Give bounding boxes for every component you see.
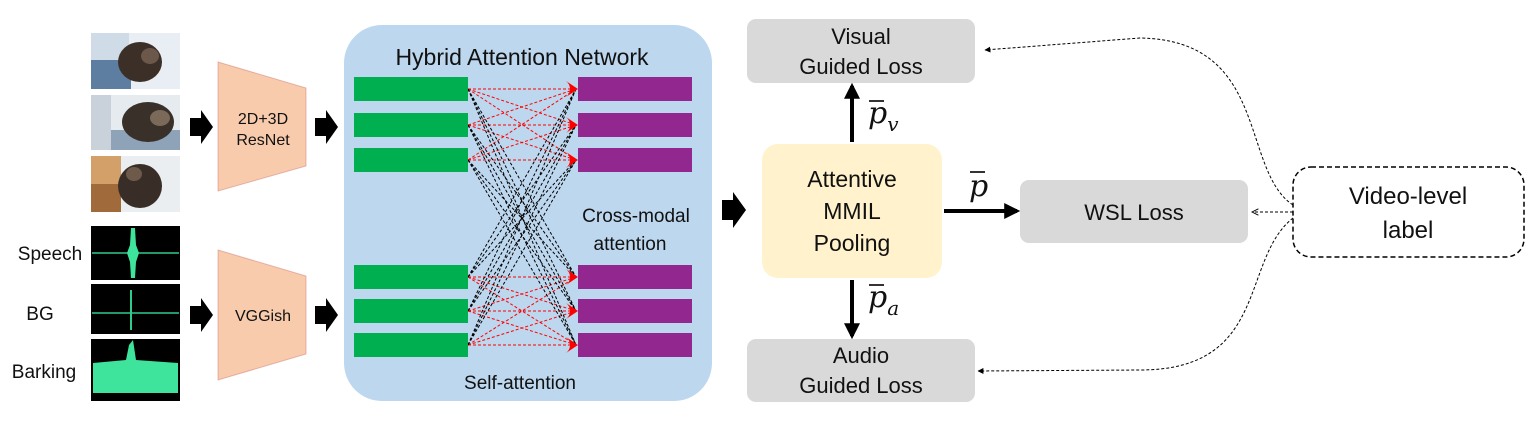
cross-modal-link (467, 88, 577, 346)
audio-label-barking: Barking (12, 362, 76, 383)
arrow-frames-to-resnet (190, 110, 213, 144)
cross-modal-link (467, 88, 577, 312)
segment-feature-3 (354, 148, 468, 172)
encoder-resnet: 2D+3D ResNet (217, 61, 307, 192)
visual-guided-loss: Visual Guided Loss (747, 19, 975, 83)
pooling-outputs: pv pa p (844, 82, 1021, 340)
cross-modal-link (467, 124, 577, 278)
block-arrows (190, 110, 746, 332)
math-pv: pv (868, 96, 899, 136)
audio-loss-label-2: Guided Loss (799, 373, 923, 398)
attended-feature-4 (578, 265, 692, 289)
attention-fan-1 (566, 81, 578, 97)
cross-modal-link (467, 124, 577, 278)
spectrogram-bg (91, 284, 180, 334)
attention-fan-2 (566, 117, 578, 133)
arrow-resnet-to-han (315, 110, 338, 144)
visual-loss-label-2: Guided Loss (799, 54, 923, 79)
attended-feature-6 (578, 333, 692, 357)
attentive-mmil-pooling: Attentive MMIL Pooling (762, 144, 942, 278)
math-pa: pa (868, 280, 899, 320)
video-label-line-1: Video-level (1349, 183, 1467, 210)
attended-feature-1 (578, 77, 692, 101)
arrow-audio-to-vggish (190, 298, 213, 332)
video-frames (91, 33, 180, 212)
han-title: Hybrid Attention Network (395, 44, 649, 70)
video-frame-2 (91, 95, 180, 150)
self-attention-link (467, 276, 577, 346)
cross-modal-link (467, 124, 577, 312)
pooling-label-3: Pooling (814, 230, 891, 256)
cross-modal-link (467, 159, 577, 312)
wsl-loss: WSL Loss (1020, 180, 1248, 243)
segment-feature-6 (354, 333, 468, 357)
segment-feature-1 (354, 77, 468, 101)
cross-modal-link (467, 159, 577, 278)
math-p: p (969, 169, 988, 204)
audio-loss-label-1: Audio (833, 343, 889, 368)
self-attention-link (467, 88, 577, 161)
encoder-vggish-label: VGGish (235, 308, 291, 325)
self-attention-link (467, 124, 577, 161)
cross-modal-link (467, 159, 577, 346)
cross-modal-link (467, 88, 577, 346)
video-label-line-2: label (1383, 217, 1434, 244)
pooling-label-2: MMIL (823, 198, 881, 224)
cross-modal-label-1: Cross-modal (582, 206, 690, 227)
arrow-vggish-to-han (315, 298, 338, 332)
hybrid-attention-network: Hybrid Attention Network Cross-modal att… (344, 25, 712, 401)
attended-feature-5 (578, 299, 692, 323)
visual-loss-label-1: Visual (831, 24, 891, 49)
self-attention-link (467, 276, 577, 312)
audio-guided-loss: Audio Guided Loss (747, 339, 975, 402)
segment-features (354, 77, 692, 357)
encoder-resnet-label-2: ResNet (236, 132, 290, 149)
svg-text:pa: pa (868, 280, 899, 320)
video-level-label: Video-level label (1292, 166, 1525, 258)
wsl-loss-label: WSL Loss (1084, 200, 1183, 225)
attended-feature-3 (578, 148, 692, 172)
cross-modal-link (467, 88, 577, 278)
cross-modal-label-2: attention (594, 234, 667, 255)
video-frame-3 (91, 156, 180, 212)
link-label-to-visual-loss (984, 37, 1294, 206)
encoder-resnet-label-1: 2D+3D (238, 111, 288, 128)
attention-fan-3 (566, 152, 578, 168)
self-attention-link (467, 276, 577, 346)
attention-links (467, 88, 577, 346)
segment-feature-4 (354, 265, 468, 289)
audio-spectrograms (91, 226, 180, 401)
cross-modal-link (467, 159, 577, 278)
self-attention-label: Self-attention (464, 373, 576, 394)
segment-feature-5 (354, 299, 468, 323)
link-label-to-audio-loss (977, 217, 1294, 374)
self-attention-link (467, 310, 577, 346)
segment-feature-2 (354, 113, 468, 137)
self-attention-link (467, 88, 577, 126)
svg-text:p: p (969, 169, 988, 204)
arrow-han-to-pooling (722, 192, 746, 228)
attention-fan-4 (566, 269, 578, 285)
attention-fan-5 (566, 303, 578, 319)
attended-feature-2 (578, 113, 692, 137)
cross-modal-link (467, 88, 577, 278)
video-frame-1 (91, 33, 180, 89)
spectrogram-barking (91, 339, 180, 401)
audio-label-speech: Speech (18, 244, 82, 265)
spectrogram-speech (91, 226, 180, 280)
encoder-vggish: VGGish (217, 249, 307, 381)
audio-label-bg: BG (26, 304, 53, 325)
cross-modal-link (467, 88, 577, 312)
svg-text:pv: pv (868, 96, 899, 136)
supervision-links (977, 37, 1294, 374)
attention-fan-6 (566, 337, 578, 353)
self-attention-link (467, 88, 577, 161)
pooling-label-1: Attentive (807, 166, 897, 192)
